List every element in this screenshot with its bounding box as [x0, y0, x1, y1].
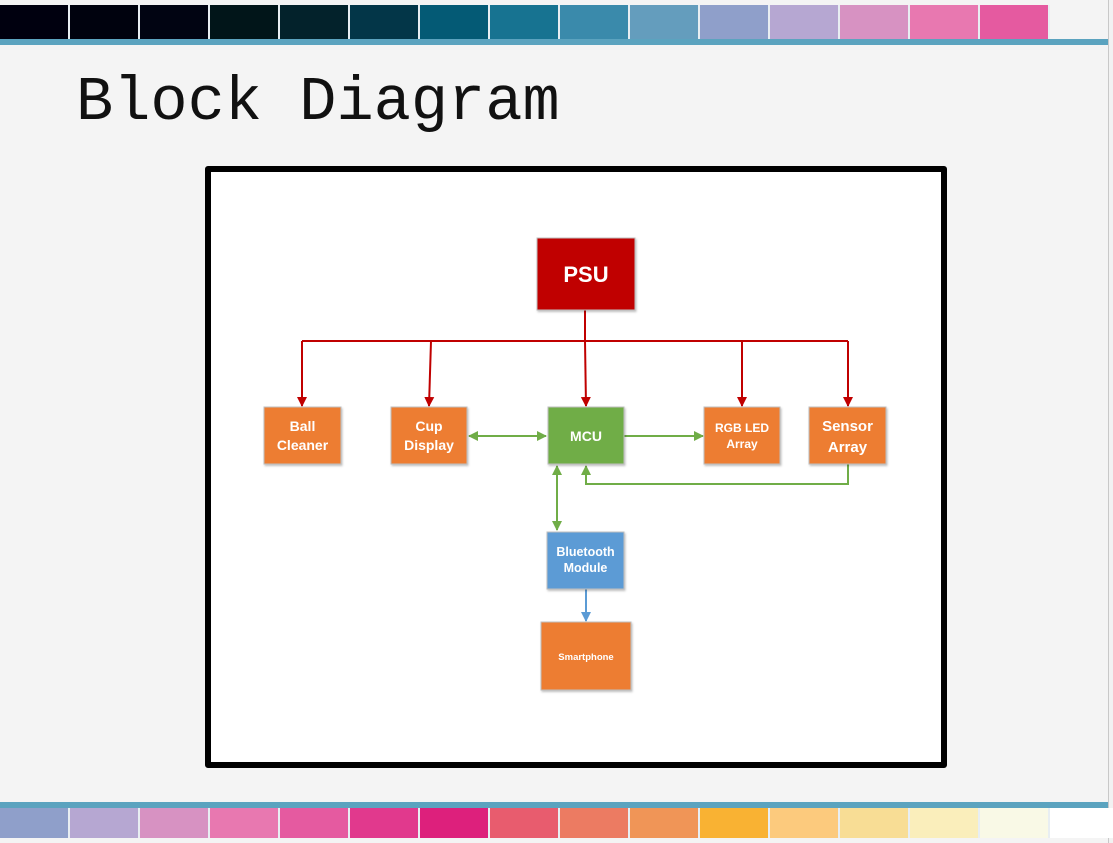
top-strip-swatch	[140, 5, 210, 39]
block-rgb-led-array: RGB LED Array	[703, 406, 781, 465]
slide-title: Block Diagram	[76, 67, 560, 138]
top-strip-swatch	[350, 5, 420, 39]
block-psu: PSU	[536, 237, 636, 311]
bottom-strip-swatch	[560, 808, 630, 838]
bottom-strip-swatch	[0, 808, 70, 838]
bottom-strip-swatch	[140, 808, 210, 838]
top-strip-swatch	[420, 5, 490, 39]
bottom-color-strip	[0, 808, 1113, 838]
power-to-mcu-arrow	[580, 340, 591, 407]
block-psu-label: PSU	[563, 262, 608, 287]
block-rgb-led-label-line2: Array	[726, 437, 758, 451]
bottom-strip-swatch	[420, 808, 490, 838]
top-strip-swatch	[630, 5, 700, 39]
block-cup-display-label-line2: Display	[404, 437, 454, 453]
top-color-strip	[0, 5, 1108, 39]
block-rgb-led-label-line1: RGB LED	[715, 421, 769, 435]
block-bluetooth-label-line2: Module	[564, 561, 608, 575]
block-sensor-array-label-line1: Sensor	[822, 418, 873, 435]
block-sensor-array-label-line2: Array	[828, 439, 868, 456]
top-strip-swatch	[490, 5, 560, 39]
top-strip-swatch	[560, 5, 630, 39]
block-ball-cleaner-label-line1: Ball	[290, 418, 316, 434]
bottom-strip-swatch	[980, 808, 1050, 838]
top-accent-bar	[0, 39, 1108, 45]
bottom-strip-swatch	[910, 808, 980, 838]
top-strip-swatch	[840, 5, 910, 39]
bottom-strip-swatch	[210, 808, 280, 838]
top-strip-swatch	[910, 5, 980, 39]
block-ball-cleaner-label-line2: Cleaner	[277, 437, 329, 453]
data-lines	[468, 431, 849, 531]
bottom-strip-swatch	[490, 808, 560, 838]
bottom-strip-swatch	[770, 808, 840, 838]
top-strip-swatch	[0, 5, 70, 39]
block-cup-display-label-line1: Cup	[415, 418, 442, 434]
bottom-strip-swatch	[700, 808, 770, 838]
power-to-cup-display-arrow	[424, 340, 435, 407]
top-strip-swatch	[770, 5, 840, 39]
block-smartphone: Smartphone	[540, 621, 632, 691]
bottom-strip-swatch	[630, 808, 700, 838]
bottom-accent-bar	[0, 802, 1108, 808]
bottom-strip-swatch	[840, 808, 910, 838]
block-bluetooth-module: Bluetooth Module	[546, 531, 625, 590]
top-strip-swatch	[210, 5, 280, 39]
block-bluetooth-label-line1: Bluetooth	[556, 545, 614, 559]
block-cup-display: Cup Display	[390, 406, 468, 465]
sensor-to-mcu-feedback-arrow	[581, 464, 849, 485]
block-ball-cleaner: Ball Cleaner	[263, 406, 342, 465]
bottom-strip-swatch	[1050, 808, 1113, 838]
bottom-strip-swatch	[70, 808, 140, 838]
power-lines	[297, 310, 853, 407]
bottom-strip-swatch	[350, 808, 420, 838]
block-sensor-array: Sensor Array	[808, 406, 887, 465]
block-mcu-label: MCU	[570, 428, 602, 444]
top-strip-swatch	[700, 5, 770, 39]
top-strip-swatch	[980, 5, 1050, 39]
block-smartphone-label: Smartphone	[558, 652, 613, 663]
bottom-strip-swatch	[280, 808, 350, 838]
block-mcu: MCU	[547, 406, 625, 465]
top-strip-swatch	[280, 5, 350, 39]
top-strip-swatch	[70, 5, 140, 39]
